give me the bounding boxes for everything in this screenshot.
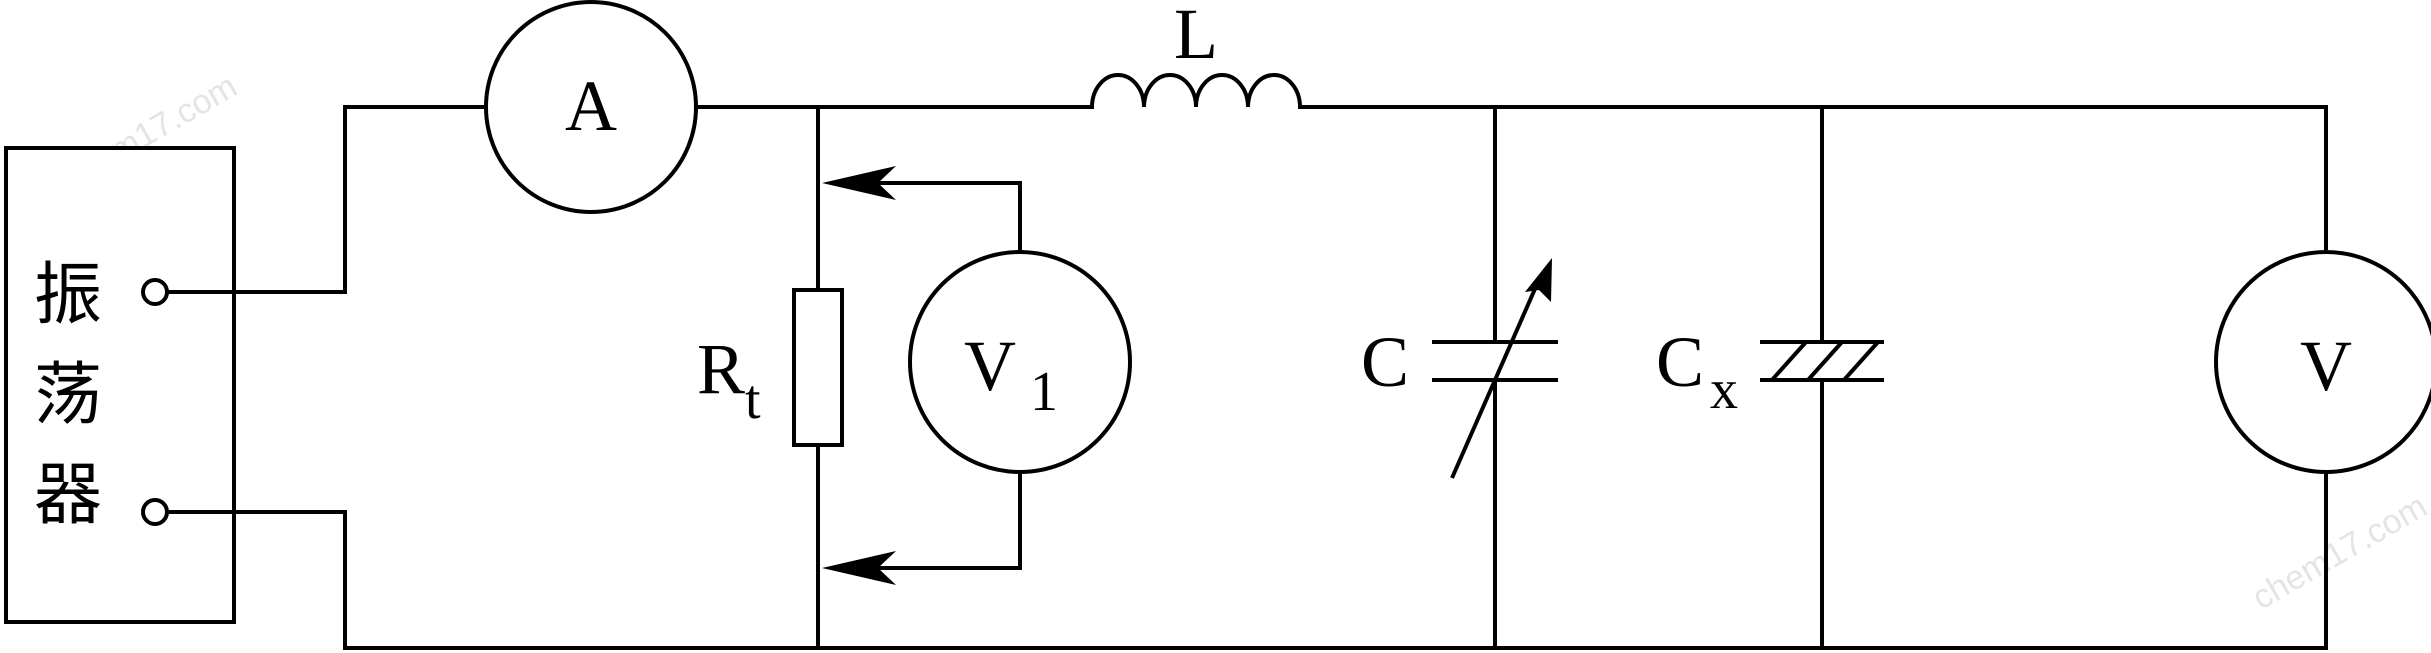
capacitor-c-label: C bbox=[1361, 322, 1409, 402]
voltmeter-v: V bbox=[2214, 250, 2431, 474]
ammeter-circle bbox=[484, 0, 698, 214]
oscillator: 振 荡 器 bbox=[4, 146, 236, 624]
capacitor-cx-hatch-3 bbox=[1842, 340, 1880, 382]
probe-arrow-bottom bbox=[822, 551, 896, 585]
inductor-coil bbox=[1090, 73, 1302, 108]
voltmeter-v1-circle bbox=[908, 250, 1132, 474]
capacitor-c-variable-arrow bbox=[1450, 281, 1540, 479]
resistor-body bbox=[792, 288, 844, 447]
capacitor-cx-hatch-1 bbox=[1770, 340, 1808, 382]
inductor: L bbox=[1090, 0, 1302, 108]
voltmeter-v1-subscript: 1 bbox=[1030, 361, 1058, 423]
ammeter: A bbox=[484, 0, 698, 214]
capacitor-cx-subscript: x bbox=[1710, 359, 1738, 421]
oscillator-terminal-top bbox=[141, 278, 169, 306]
ammeter-label: A bbox=[565, 66, 617, 146]
oscillator-terminal-bottom bbox=[141, 498, 169, 526]
capacitor-cx-hatch-2 bbox=[1806, 340, 1844, 382]
resistor-label: R bbox=[697, 329, 745, 409]
voltmeter-v1: V 1 bbox=[908, 250, 1132, 474]
resistor-label-subscript: t bbox=[745, 369, 761, 431]
capacitor-c-arrowhead bbox=[1525, 258, 1552, 302]
probe-arrow-top bbox=[822, 166, 896, 200]
voltmeter-v1-label: V bbox=[964, 326, 1016, 406]
voltmeter-v-circle bbox=[2214, 250, 2431, 474]
capacitor-c: C bbox=[1361, 258, 1558, 479]
capacitor-cx-label: C bbox=[1656, 322, 1704, 402]
oscillator-box bbox=[4, 146, 236, 624]
inductor-label: L bbox=[1174, 0, 1218, 74]
capacitor-cx: C x bbox=[1656, 322, 1884, 421]
oscillator-label-2: 荡 bbox=[34, 356, 102, 435]
resistor-rt: R t bbox=[697, 288, 844, 447]
watermark-bottom-right: chem17.com bbox=[2246, 487, 2431, 617]
oscillator-label-1: 振 bbox=[34, 256, 102, 335]
wires bbox=[165, 105, 2328, 650]
voltmeter-v-label: V bbox=[2300, 326, 2352, 406]
oscillator-label-3: 器 bbox=[34, 456, 102, 535]
